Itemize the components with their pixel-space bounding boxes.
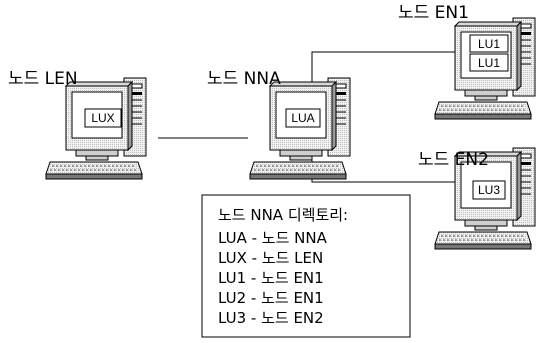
workstation-len bbox=[45, 77, 147, 180]
screen-label-box bbox=[84, 108, 122, 128]
screen-label-box bbox=[469, 34, 509, 53]
screen-label-box bbox=[472, 180, 506, 200]
node-en2: LU3 노드 EN2 bbox=[418, 147, 536, 250]
screen-label-en1-a: LU1 bbox=[478, 37, 500, 51]
screen-label-len: LUX bbox=[91, 111, 114, 125]
node-en1: LU1 LU1 노드 EN1 bbox=[398, 3, 536, 120]
node-label-nna: 노드 NNA bbox=[207, 69, 281, 89]
directory-entry: LU3 - 노드 EN2 bbox=[218, 309, 324, 327]
directory-box: 노드 NNA 디렉토리: LUA - 노드 NNA LUX - 노드 LEN L… bbox=[201, 194, 411, 338]
node-label-len: 노드 LEN bbox=[8, 69, 78, 89]
screen-label-nna: LUA bbox=[291, 111, 314, 125]
node-nna: LUA 노드 NNA bbox=[207, 69, 351, 180]
node-label-en2: 노드 EN2 bbox=[418, 150, 489, 170]
directory-entry: LU2 - 노드 EN1 bbox=[218, 289, 324, 307]
screen-label-en1-b: LU1 bbox=[478, 56, 500, 70]
directory-title: 노드 NNA 디렉토리: bbox=[218, 206, 348, 224]
directory-entry: LUA - 노드 NNA bbox=[218, 229, 328, 247]
screen-label-box bbox=[469, 53, 509, 72]
screen-label-box bbox=[285, 108, 321, 128]
link-nna-en1 bbox=[311, 51, 455, 96]
directory-entry: LU1 - 노드 EN1 bbox=[218, 269, 324, 287]
directory-entry: LUX - 노드 LEN bbox=[218, 249, 323, 267]
workstation-nna bbox=[249, 77, 351, 180]
node-label-en1: 노드 EN1 bbox=[398, 3, 469, 23]
screen-label-en2: LU3 bbox=[478, 183, 500, 197]
directory-frame bbox=[201, 194, 411, 338]
node-len: LUX 노드 LEN bbox=[8, 69, 147, 180]
